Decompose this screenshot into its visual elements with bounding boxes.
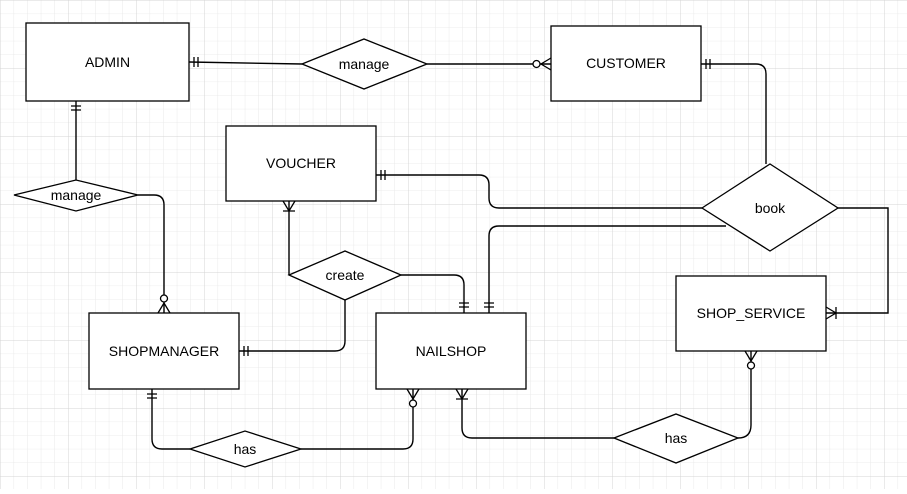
- entity-label: SHOPMANAGER: [109, 343, 219, 359]
- entity-voucher[interactable]: VOUCHER: [225, 125, 377, 202]
- entity-label: SHOP_SERVICE: [697, 305, 806, 321]
- entity-label: CUSTOMER: [586, 55, 666, 71]
- entity-label: NAILSHOP: [416, 343, 487, 359]
- relationship-manage-admin-shopmanager[interactable]: manage: [13, 179, 139, 212]
- one-only-marker: [459, 302, 469, 308]
- edge-voucher-book: [376, 174, 702, 209]
- one-only-marker: [380, 170, 386, 180]
- entity-shopmanager[interactable]: SHOPMANAGER: [88, 312, 240, 390]
- relationship-label: has: [665, 430, 688, 446]
- entity-label: ADMIN: [85, 54, 130, 70]
- edge-nailshop-has: [461, 389, 614, 439]
- zero-many-marker: [744, 350, 758, 363]
- one-only-marker: [71, 105, 81, 111]
- entity-customer[interactable]: CUSTOMER: [550, 25, 702, 102]
- one-only-marker: [705, 59, 711, 69]
- edge-admin-manage: [188, 61, 303, 65]
- cardinality-markers: [71, 57, 838, 408]
- entity-nailshop[interactable]: NAILSHOP: [375, 312, 527, 390]
- one-only-marker: [147, 393, 157, 399]
- one-many-marker: [282, 200, 296, 213]
- one-many-marker: [455, 388, 469, 401]
- edge-book-shopservice: [826, 207, 889, 314]
- relationship-manage-admin-customer[interactable]: manage: [300, 38, 429, 90]
- zero-many-marker: [157, 301, 171, 314]
- edge-create-nailshop: [401, 274, 465, 313]
- connectors: [75, 61, 889, 450]
- entity-admin[interactable]: ADMIN: [25, 22, 190, 102]
- entity-label: VOUCHER: [266, 155, 336, 171]
- relationship-create[interactable]: create: [287, 250, 403, 301]
- one-many-marker: [825, 306, 838, 320]
- edge-manage-shopmanager: [138, 194, 165, 313]
- relationship-label: book: [755, 200, 786, 216]
- relationship-book[interactable]: book: [700, 163, 840, 252]
- edge-create-shopmanager: [239, 300, 346, 352]
- relationship-has-nailshop-service[interactable]: has: [612, 413, 740, 464]
- relationship-label: manage: [339, 56, 390, 72]
- relationship-label: has: [234, 441, 257, 457]
- edge-has-shopservice: [737, 351, 752, 439]
- relationship-has-shopmanager-nailshop[interactable]: has: [187, 430, 304, 468]
- edge-has-nailshop: [301, 389, 414, 450]
- zero-many-marker: [406, 388, 420, 401]
- edge-book-nailshop: [488, 225, 726, 313]
- one-only-marker: [193, 57, 199, 67]
- relationship-label: manage: [51, 187, 102, 203]
- zero-many-marker: [539, 57, 552, 71]
- relationship-label: create: [326, 267, 365, 283]
- entity-shop-service[interactable]: SHOP_SERVICE: [675, 275, 827, 352]
- one-only-marker: [484, 302, 494, 308]
- edge-customer-book: [701, 63, 767, 164]
- edge-shopmanager-has: [151, 389, 190, 450]
- one-only-marker: [243, 346, 249, 356]
